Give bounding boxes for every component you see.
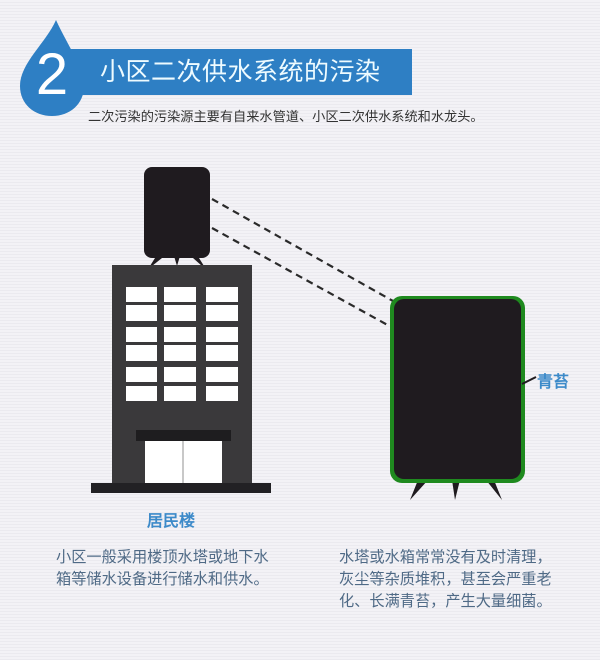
right-caption: 水塔或水箱常常没有及时清理， 灰尘等杂质堆积，甚至会严重老 化、长满青苔，产生大… (339, 546, 552, 612)
title-banner (60, 49, 412, 95)
building-label: 居民楼 (147, 511, 196, 530)
page-title: 小区二次供水系统的污染 (100, 57, 381, 86)
right-caption-line: 化、长满青苔，产生大量细菌。 (339, 592, 552, 610)
rooftop-water-tank-icon (144, 167, 210, 266)
left-caption-line: 箱等储水设备进行储水和供水。 (56, 570, 269, 588)
right-caption-line: 灰尘等杂质堆积，甚至会严重老 (339, 570, 552, 588)
moss-label: 青苔 (537, 372, 570, 391)
section-number: 2 (35, 42, 69, 107)
left-caption-line: 小区一般采用楼顶水塔或地下水 (56, 548, 269, 566)
mossy-water-tank-icon (390, 296, 537, 500)
left-caption: 小区一般采用楼顶水塔或地下水 箱等储水设备进行储水和供水。 (56, 546, 269, 590)
residential-building-icon (91, 265, 271, 493)
subtitle: 二次污染的污染源主要有自来水管道、小区二次供水系统和水龙头。 (88, 110, 484, 125)
right-caption-line: 水塔或水箱常常没有及时清理， (339, 548, 552, 566)
dashed-connector-lines (211, 198, 394, 329)
